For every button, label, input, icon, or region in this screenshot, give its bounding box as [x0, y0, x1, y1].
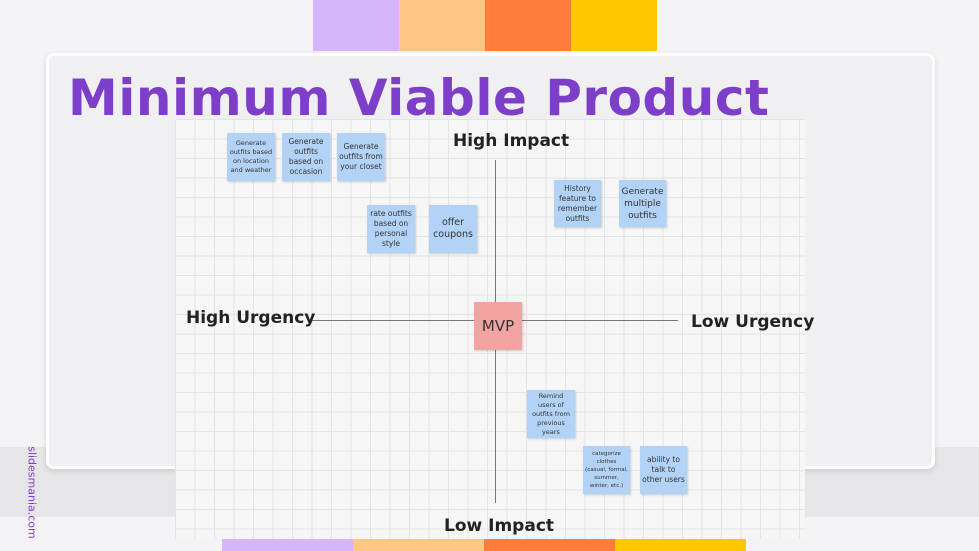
stripe-peach: [399, 0, 485, 51]
axis-label-low-impact: Low Impact: [444, 516, 555, 536]
stripe-lavender: [222, 539, 353, 551]
stripe-orange: [484, 539, 615, 551]
sticky-note-location-weather[interactable]: Generate outfits based on location and w…: [227, 133, 275, 181]
axis-label-low-urgency: Low Urgency: [691, 312, 815, 332]
stripe-peach: [353, 539, 484, 551]
slidesmania-watermark: slidesmania.com: [25, 446, 39, 539]
sticky-note-multiple-outfits[interactable]: Generate multiple outfits: [619, 180, 666, 227]
sticky-note-history[interactable]: History feature to remember outfits: [554, 180, 601, 227]
axis-label-high-urgency: High Urgency: [186, 308, 316, 328]
sticky-note-talk-users[interactable]: ability to talk to other users: [640, 446, 687, 494]
top-color-stripes: [313, 0, 657, 51]
stripe-orange: [485, 0, 571, 51]
stripe-yellow: [571, 0, 657, 51]
sticky-note-coupons[interactable]: offer coupons: [429, 205, 477, 253]
axis-label-high-impact: High Impact: [453, 131, 570, 151]
bottom-color-stripes: [222, 539, 746, 551]
mvp-note[interactable]: MVP: [474, 302, 522, 350]
sticky-note-occasion[interactable]: Generate outfits based on occasion: [282, 133, 330, 181]
stripe-yellow: [615, 539, 746, 551]
sticky-note-categorize[interactable]: categorize clothes (casual, formal, summ…: [583, 446, 630, 494]
slide-title: Minimum Viable Product: [68, 69, 770, 127]
sticky-note-remind-users[interactable]: Remind users of outfits from previous ye…: [527, 390, 575, 438]
stripe-lavender: [313, 0, 399, 51]
sticky-note-rate-outfits[interactable]: rate outfits based on personal style: [367, 205, 415, 253]
sticky-note-closet[interactable]: Generate outfits from your closet: [337, 133, 385, 181]
